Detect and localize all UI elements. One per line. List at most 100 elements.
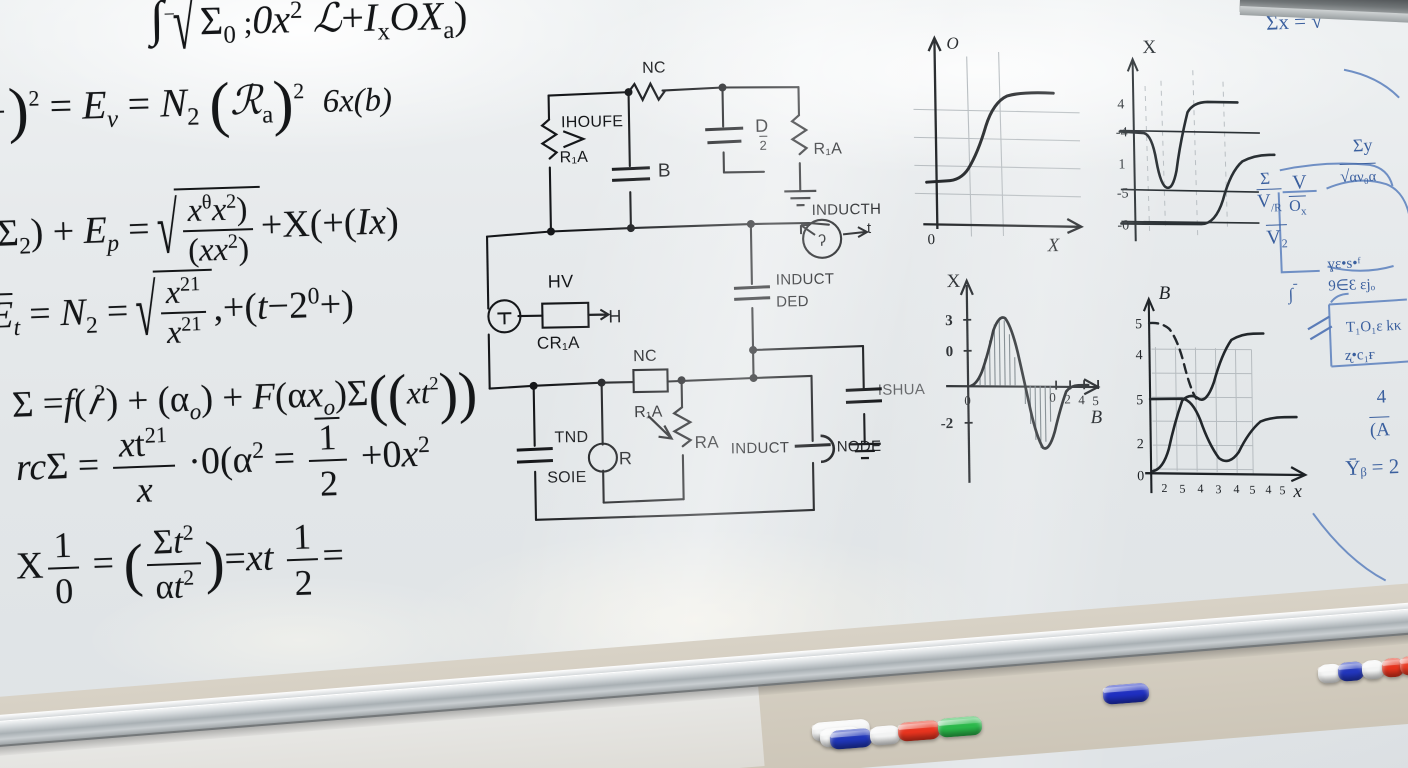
circuit-label-r1a-right: R₁A	[813, 140, 843, 158]
svg-text:5: 5	[1179, 482, 1185, 496]
blue-note-5: V₂	[1265, 224, 1289, 250]
svg-text:-0: -0	[1117, 218, 1129, 233]
svg-text:2: 2	[1137, 437, 1144, 452]
graph-wave-stems	[979, 318, 1052, 448]
circuit-label-ded: DED	[776, 293, 809, 311]
ground-symbol-right	[784, 189, 817, 207]
equation-line-3: (Σ2) + Ep = xθx2)(xx2)+X(+(Ix)	[0, 182, 400, 277]
blue-strike-marks	[1307, 315, 1333, 341]
circuit-label-h-out: H	[608, 306, 622, 327]
svg-text:-4: -4	[1116, 125, 1128, 140]
equation-line-2: xt2Σ)2 = Ev = N2 (ℛa)2 6x(b)	[0, 56, 393, 158]
capacitor-d2	[705, 126, 744, 145]
graph-grid-curve-dashed	[1147, 321, 1198, 400]
svg-text:2: 2	[1161, 481, 1167, 495]
circuit-label-nc-bottom: NC	[633, 347, 658, 366]
blue-note-9: ʐ•c₁ғ	[1344, 346, 1376, 364]
circuit-label-r1a-left: R₁A	[559, 148, 589, 167]
graph-steps-yticks: 4 -4 1 -5 -0	[1116, 97, 1130, 233]
svg-text:0: 0	[1049, 390, 1056, 405]
graph-sigmoid-xlabel: X	[1046, 235, 1060, 256]
blue-note-integral-icon: ∫	[1288, 283, 1298, 305]
graph-grid-xticks: 2 5 4 3 4 5 4 5	[1161, 481, 1285, 497]
graph-wave-curve	[969, 316, 1090, 450]
arrow-ra	[647, 415, 674, 440]
blue-note-8: T₁O₁ε kκ	[1345, 317, 1402, 336]
blue-note-sqrt: √αν₀α	[1339, 162, 1377, 187]
graph-wave-xticks: 0 0 2 4 5	[964, 390, 1099, 408]
blue-note-frac-num: 4	[1376, 386, 1387, 408]
graph-grid-curve-valley	[1148, 397, 1298, 463]
circuit-label-node: NODE	[836, 437, 882, 456]
graph-steps-grid	[1144, 70, 1229, 236]
marker-blue-1[interactable]	[829, 727, 873, 750]
svg-text:4: 4	[1197, 481, 1203, 495]
graph-grid-ylabel: B	[1159, 283, 1171, 304]
source-circle-hv	[487, 299, 522, 334]
circuit-label-r1a-bottom: R₁A	[633, 403, 663, 422]
ground-symbol-bottom	[848, 442, 881, 460]
graph-grid-curve-bump	[1151, 332, 1265, 473]
graph-wave-xlabel: B	[1090, 407, 1102, 428]
circuit-label-soie: SOIE	[547, 468, 587, 487]
circuit-label-ra: RA	[694, 432, 720, 453]
circuit-label-b: B	[657, 160, 672, 182]
svg-text:0: 0	[946, 344, 954, 360]
svg-text:5: 5	[1279, 483, 1285, 497]
graph-grid-xaxis	[1145, 472, 1304, 477]
graph-sigmoid-yaxis	[933, 41, 939, 230]
blue-note-10: Ȳᵦ = 2	[1344, 453, 1400, 481]
graph-grid-yticks: 5 4 5 2 0	[1135, 317, 1144, 484]
resistor-nc-bottom	[632, 368, 669, 394]
graph-steps-gridlines	[1119, 129, 1260, 224]
circuit-label-inducth: INDUCTH	[811, 200, 882, 219]
svg-text:5: 5	[1249, 483, 1255, 497]
circuit-label-hv: HV	[547, 271, 574, 292]
svg-text:ʔ: ʔ	[818, 233, 826, 250]
svg-text:4: 4	[1265, 482, 1271, 496]
svg-text:5: 5	[1135, 317, 1142, 332]
graph-steps: 4 -4 1 -5 -0 X	[1116, 28, 1295, 251]
graph-wave-yaxis	[965, 284, 971, 483]
source-circle-inducth	[802, 218, 843, 259]
graph-grid-curves: 5 4 5 2 0 2 5 4 3 4 5 4 5 B x	[1134, 271, 1322, 506]
blue-note-4: Σy	[1352, 134, 1373, 156]
svg-text:-5: -5	[1117, 186, 1129, 201]
graph-sigmoid: O 0 X	[910, 27, 1094, 256]
svg-text:-2: -2	[941, 416, 954, 432]
blue-brackets	[1277, 68, 1408, 582]
graph-sigmoid-ylabel: O	[946, 34, 959, 53]
svg-text:4: 4	[1233, 482, 1239, 496]
blue-note-v-over: V/R	[1256, 188, 1283, 215]
blue-notes-group: Σx = √ Σ V/R V Ox Σy √αν₀α V₂ ɣε•ѕ•ᶠ 9∈Ɛ…	[1256, 9, 1408, 592]
circuit-label-d: D	[754, 115, 769, 136]
junction-dots	[529, 83, 758, 390]
blue-note-ox: Ox	[1288, 195, 1307, 219]
marker-red-1[interactable]	[897, 719, 941, 742]
graph-wave-ylabel: X	[947, 271, 961, 292]
capacitor-induct-ded	[733, 285, 771, 301]
graph-steps-ylabel: X	[1142, 37, 1156, 58]
capacitor-node	[794, 443, 831, 448]
blue-note-6: ɣε•ѕ•ᶠ	[1327, 255, 1362, 273]
graph-wave-yticks: 3 0 -2	[941, 313, 954, 432]
svg-text:5: 5	[1136, 393, 1143, 408]
graph-steps-curve-pulse	[1118, 100, 1239, 190]
graph-wave-ticks	[963, 318, 1100, 424]
graph-steps-yaxis	[1131, 61, 1137, 242]
graph-damped-wave: 3 0 -2 0 0 2 4 5 X B	[936, 261, 1119, 491]
graph-grid-yaxis	[1147, 301, 1153, 494]
svg-text:1: 1	[1118, 157, 1125, 172]
circuit-label-ihoufe: IHOUFE	[560, 113, 624, 132]
arrow-left-resistor	[562, 130, 587, 149]
marker-blue-2[interactable]	[1102, 682, 1150, 705]
blue-note-7: 9∈Ɛ εjₒ	[1328, 276, 1376, 295]
marker-white-3[interactable]	[869, 724, 901, 746]
marker-green-1[interactable]	[937, 715, 983, 738]
svg-text:0: 0	[964, 393, 971, 408]
equation-line-1: ∫−Σ0;0x2 ℒ+IxOXa)	[149, 0, 468, 51]
svg-text:4: 4	[1078, 392, 1085, 407]
